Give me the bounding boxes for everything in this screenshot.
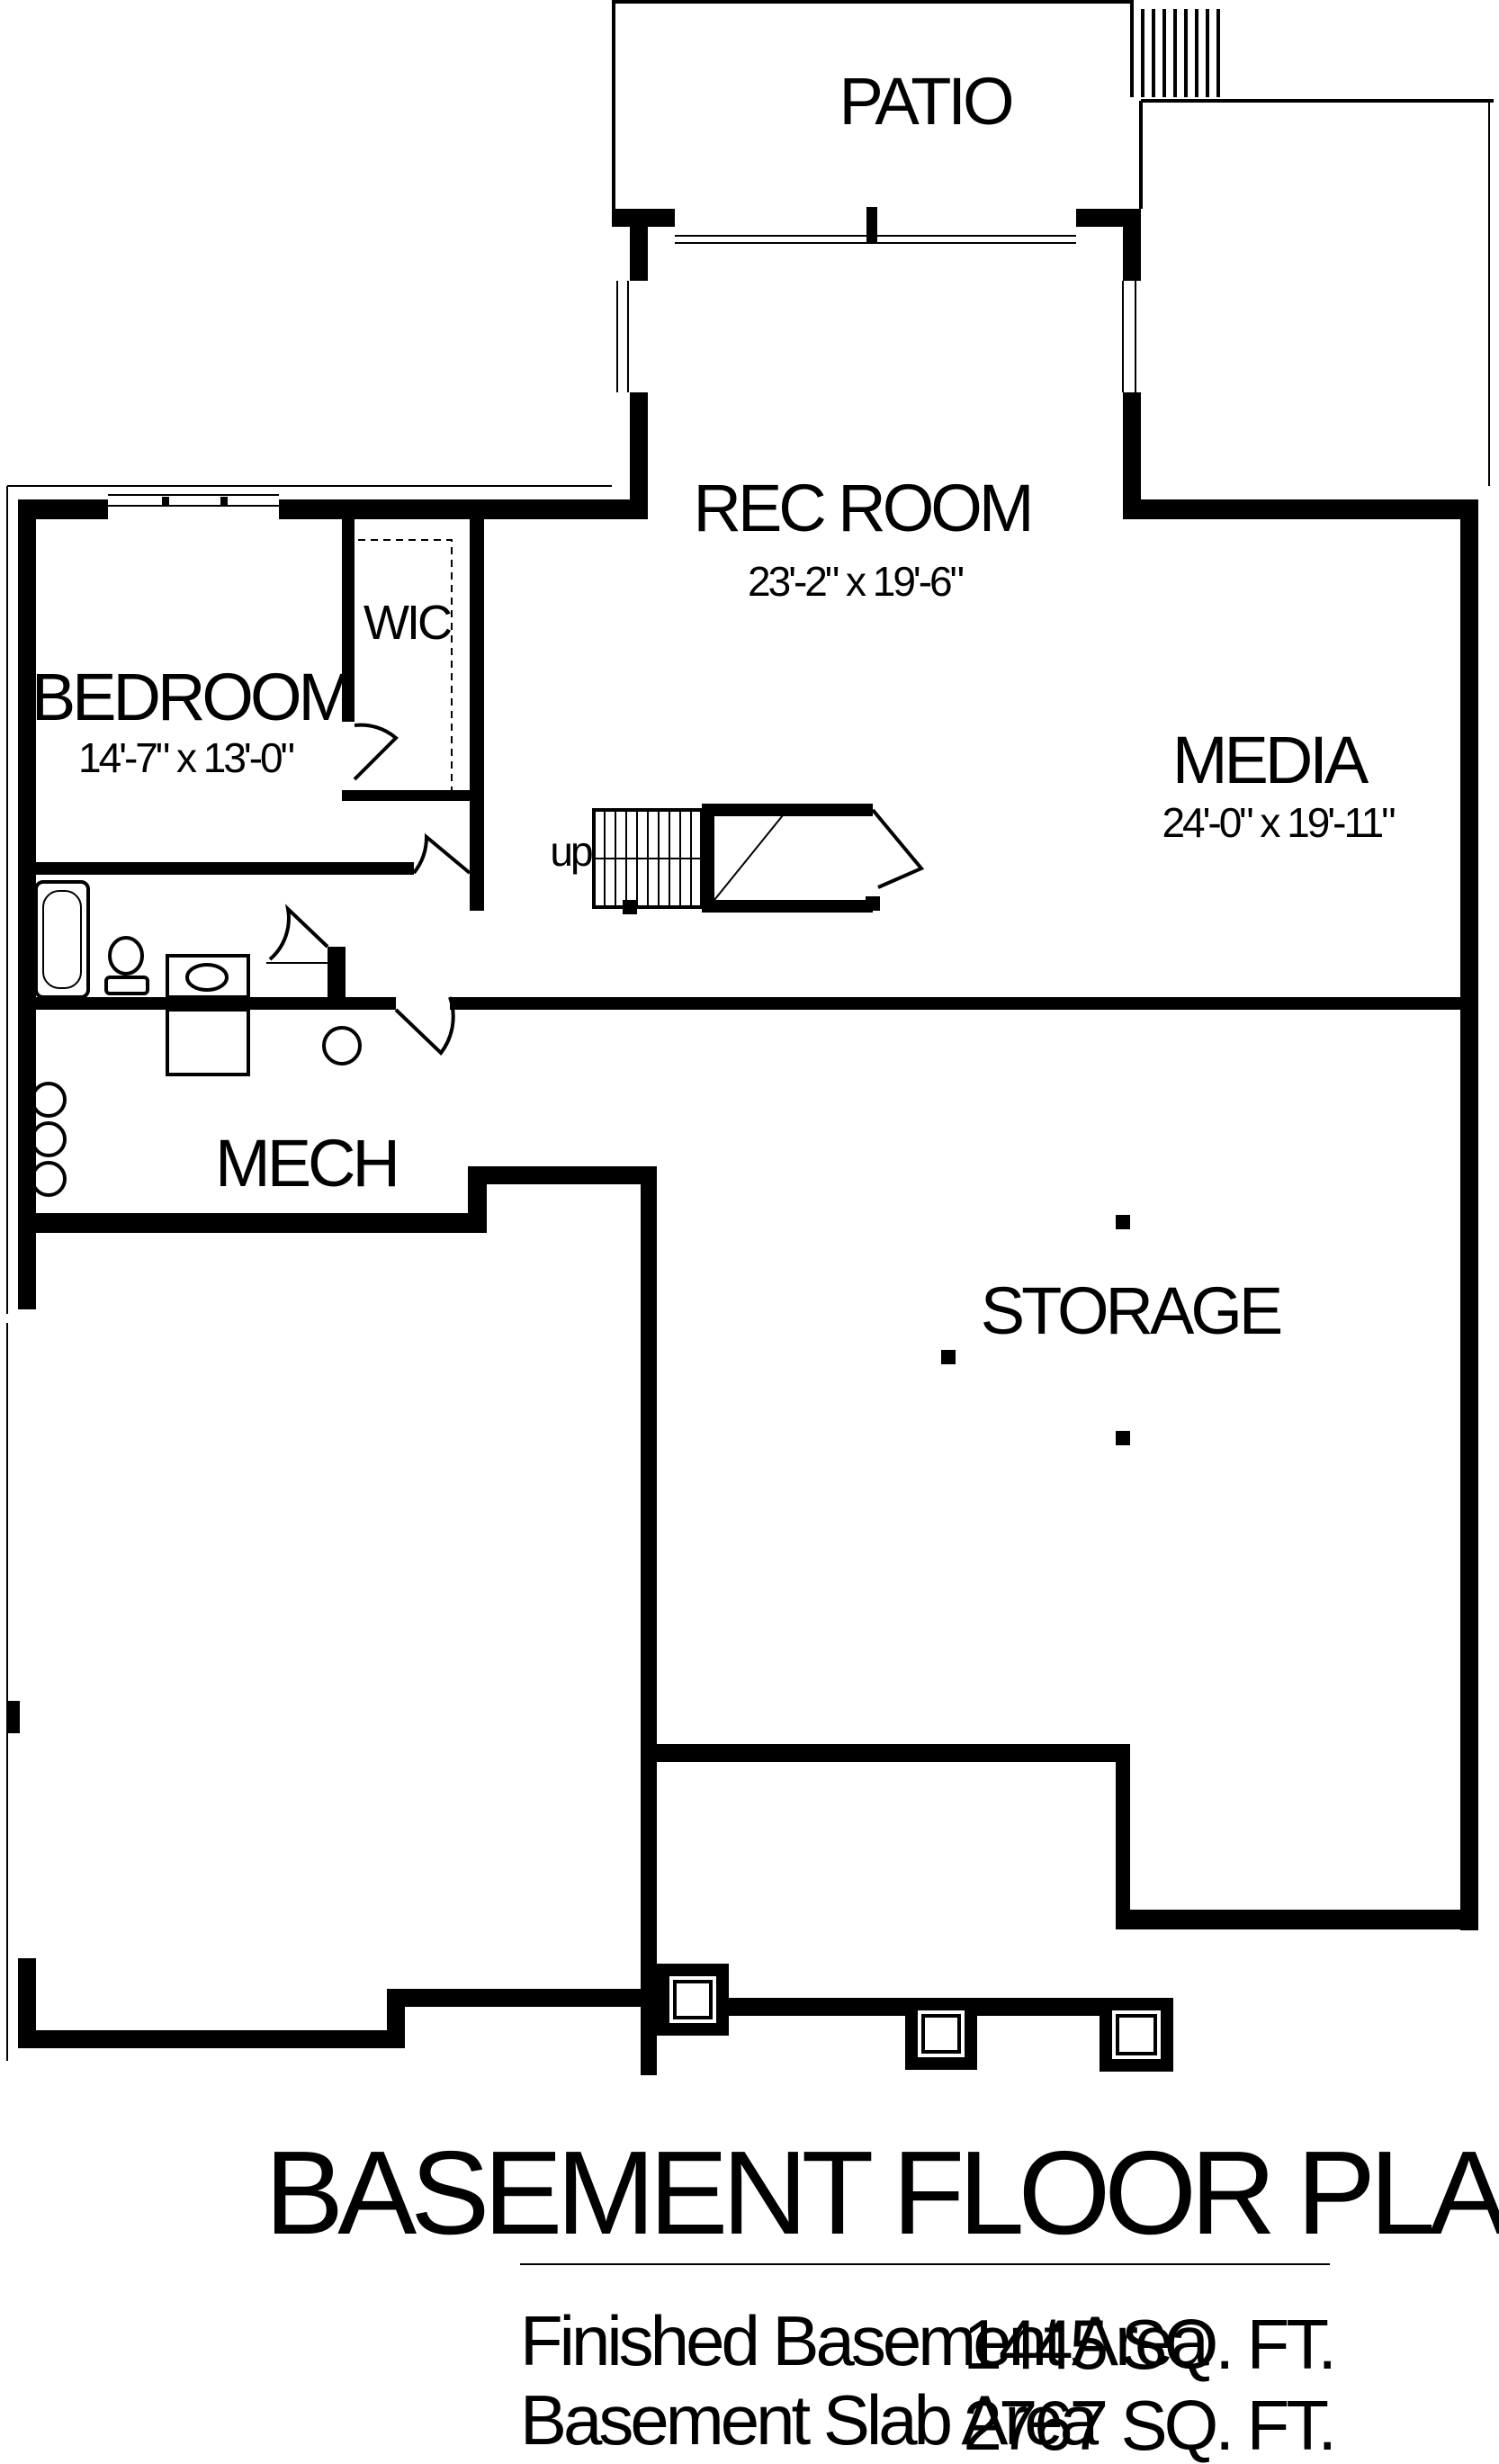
bedroom-window bbox=[108, 494, 279, 507]
room-dim-rec-room: 23'-2" x 19'-6" bbox=[748, 558, 964, 605]
room-label-wic: WIC bbox=[364, 596, 451, 650]
room-dim-bedroom: 14'-7" x 13'-0" bbox=[78, 734, 294, 781]
room-label-patio: PATIO bbox=[839, 64, 1011, 139]
mech-equipment bbox=[31, 1082, 67, 1197]
room-label-storage: STORAGE bbox=[981, 1273, 1281, 1348]
interior-walls bbox=[36, 519, 1478, 1010]
area-label-finished: Finished Basement Area bbox=[520, 2301, 1209, 2380]
room-label-rec-room: REC ROOM bbox=[694, 471, 1031, 545]
rec-room-bay-walls bbox=[612, 209, 1141, 518]
wic-shelf bbox=[358, 539, 453, 790]
exterior-walls-upper bbox=[6, 485, 1478, 1314]
room-dim-media: 24'-0" x 19'-11" bbox=[1162, 799, 1395, 846]
porch-columns bbox=[657, 1964, 1173, 2072]
bathroom-fixtures bbox=[34, 880, 362, 1076]
room-label-media: MEDIA bbox=[1172, 723, 1369, 797]
patio-steps bbox=[1130, 9, 1220, 97]
area-label-slab: Basement Slab Area bbox=[520, 2380, 1100, 2460]
bay-windows bbox=[616, 207, 1136, 392]
room-label-mech: MECH bbox=[215, 1126, 397, 1201]
stair-up-label: up bbox=[550, 828, 592, 875]
structural-posts bbox=[7, 1215, 1130, 1733]
doors bbox=[266, 723, 471, 1056]
plan-title: BASEMENT FLOOR PLAN bbox=[265, 2127, 1499, 2259]
room-label-bedroom: BEDROOM bbox=[31, 660, 350, 734]
area-value-finished: 1445 SQ. FT. bbox=[963, 2305, 1333, 2384]
area-value-slab: 2767 SQ. FT. bbox=[963, 2386, 1333, 2464]
stairs bbox=[592, 804, 925, 914]
